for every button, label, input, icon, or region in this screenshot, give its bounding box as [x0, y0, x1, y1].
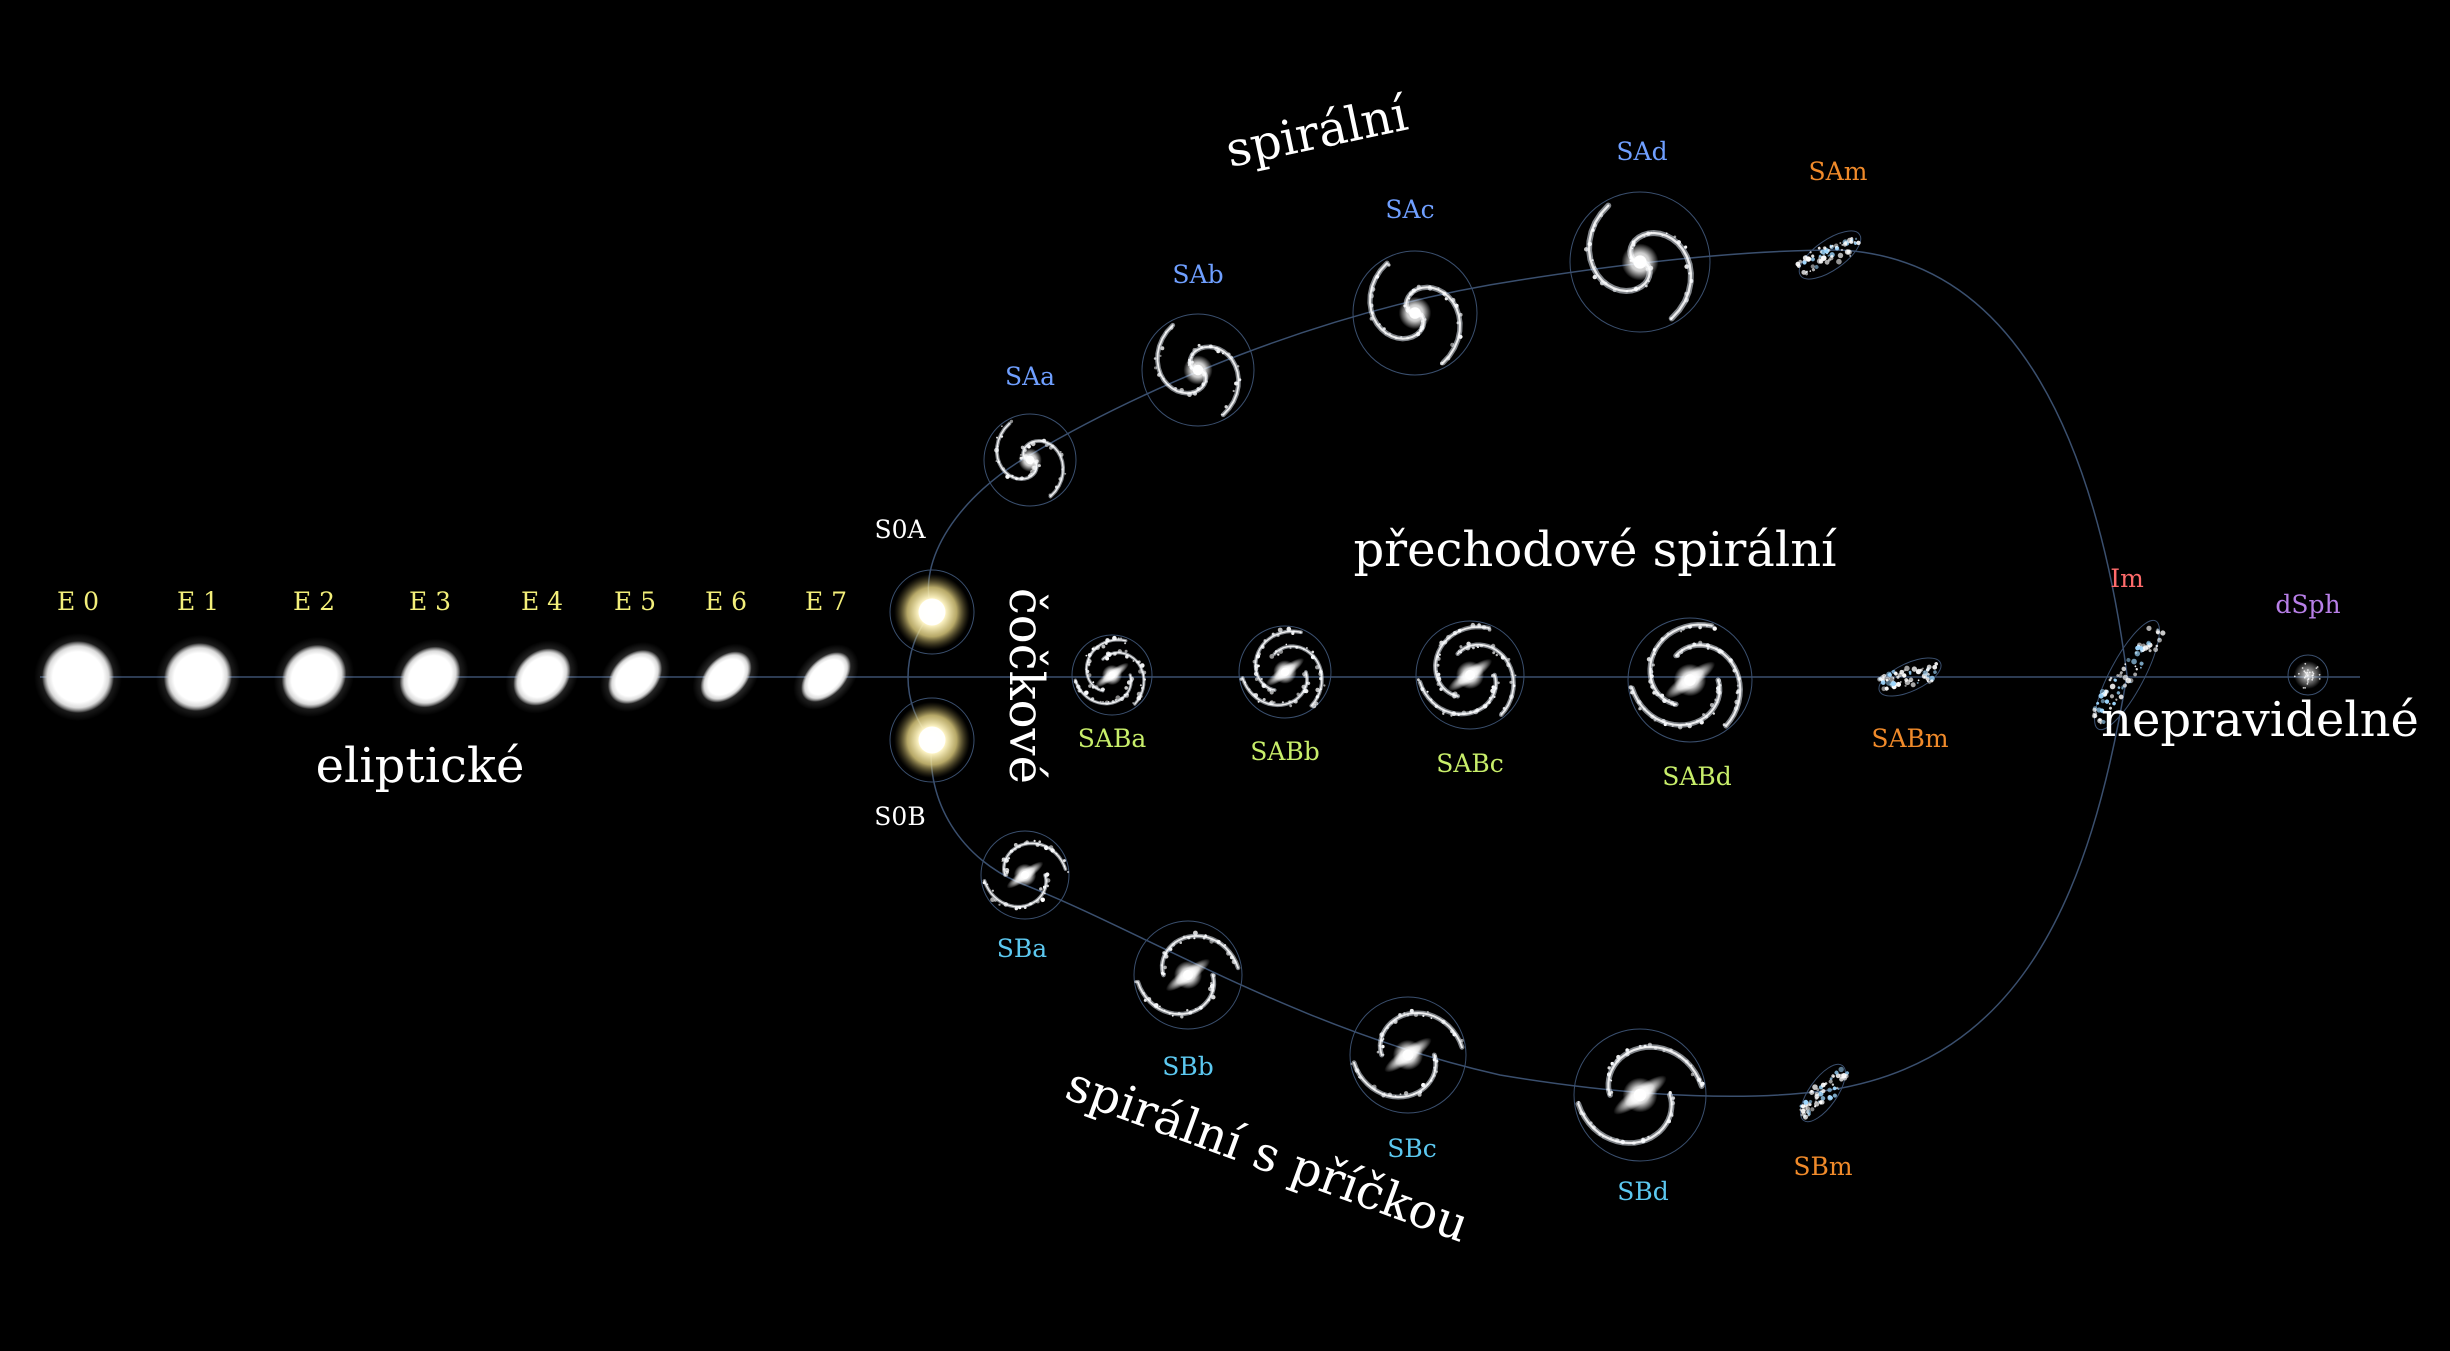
- group-label-irregular: nepravidelné: [2101, 692, 2419, 748]
- group-label-intermediate: přechodové spirální: [1353, 522, 1837, 578]
- galaxy-label-sab: SAb: [1172, 260, 1223, 289]
- galaxy-saba: [1071, 634, 1153, 716]
- galaxy-sam: [1795, 230, 1862, 280]
- galaxy-label-dsph: dSph: [2275, 590, 2340, 619]
- galaxy-sac: [1352, 250, 1478, 376]
- galaxy-e7: [793, 644, 859, 710]
- galaxy-sba: [980, 830, 1070, 920]
- galaxy-label-sabd: SABd: [1662, 762, 1732, 791]
- galaxy-sabb: [1238, 625, 1332, 719]
- galaxy-label-e0: E 0: [57, 587, 99, 616]
- galaxy-label-sabb: SABb: [1250, 737, 1320, 766]
- galaxy-e5: [600, 642, 670, 712]
- galaxy-e1: [155, 634, 241, 720]
- galaxy-label-e1: E 1: [177, 587, 219, 616]
- galaxy-label-e2: E 2: [293, 587, 335, 616]
- galaxy-label-saba: SABa: [1078, 724, 1147, 753]
- galaxy-label-e3: E 3: [409, 587, 451, 616]
- galaxy-label-sam: SAm: [1809, 157, 1868, 186]
- galaxy-sbc: [1349, 996, 1467, 1114]
- galaxy-e0: [34, 633, 122, 721]
- galaxy-layer: [34, 191, 2329, 1162]
- galaxy-sabm: [1877, 657, 1942, 697]
- galaxy-sbm: [1799, 1063, 1850, 1123]
- galaxy-e4: [505, 640, 579, 714]
- galaxy-sbd: [1573, 1028, 1707, 1162]
- group-label-elliptical: eliptické: [316, 738, 525, 794]
- galaxy-label-sabc: SABc: [1436, 749, 1504, 778]
- galaxy-label-saa: SAa: [1005, 362, 1055, 391]
- galaxy-label-sbd: SBd: [1617, 1177, 1669, 1206]
- galaxy-sabc: [1415, 620, 1525, 730]
- group-label-lenticular: čočkové: [998, 588, 1054, 784]
- galaxy-label-e7: E 7: [805, 587, 847, 616]
- galaxy-sad: [1569, 191, 1711, 333]
- galaxy-dsph: [2287, 654, 2329, 696]
- galaxy-label-sbb: SBb: [1162, 1052, 1214, 1081]
- galaxy-label-e4: E 4: [521, 587, 563, 616]
- guide-line-spiral: [927, 249, 2128, 676]
- galaxy-sbb: [1133, 920, 1243, 1030]
- galaxy-label-sbm: SBm: [1793, 1152, 1852, 1181]
- galaxy-sabd: [1627, 617, 1753, 743]
- galaxy-saa: [983, 413, 1077, 507]
- galaxy-label-im: Im: [2110, 564, 2144, 593]
- galaxy-e3: [391, 638, 469, 716]
- galaxy-label-sbc: SBc: [1387, 1134, 1437, 1163]
- galaxy-label-sba: SBa: [997, 934, 1047, 963]
- group-label-spiral: spirální: [1221, 86, 1413, 179]
- galaxy-label-sac: SAc: [1385, 195, 1434, 224]
- galaxy-e6: [692, 643, 760, 711]
- galaxy-label-e5: E 5: [614, 587, 656, 616]
- galaxy-label-sad: SAd: [1616, 137, 1667, 166]
- galaxy-s0b: [889, 697, 975, 783]
- galaxy-im: [2091, 619, 2166, 731]
- galaxy-label-s0b: S0B: [874, 802, 925, 831]
- galaxy-label-e6: E 6: [705, 587, 747, 616]
- galaxy-s0a: [889, 569, 975, 655]
- galaxy-e2: [273, 636, 355, 718]
- galaxy-sab: [1141, 313, 1255, 427]
- galaxy-label-s0a: S0A: [874, 515, 926, 544]
- galaxy-label-sabm: SABm: [1871, 724, 1949, 753]
